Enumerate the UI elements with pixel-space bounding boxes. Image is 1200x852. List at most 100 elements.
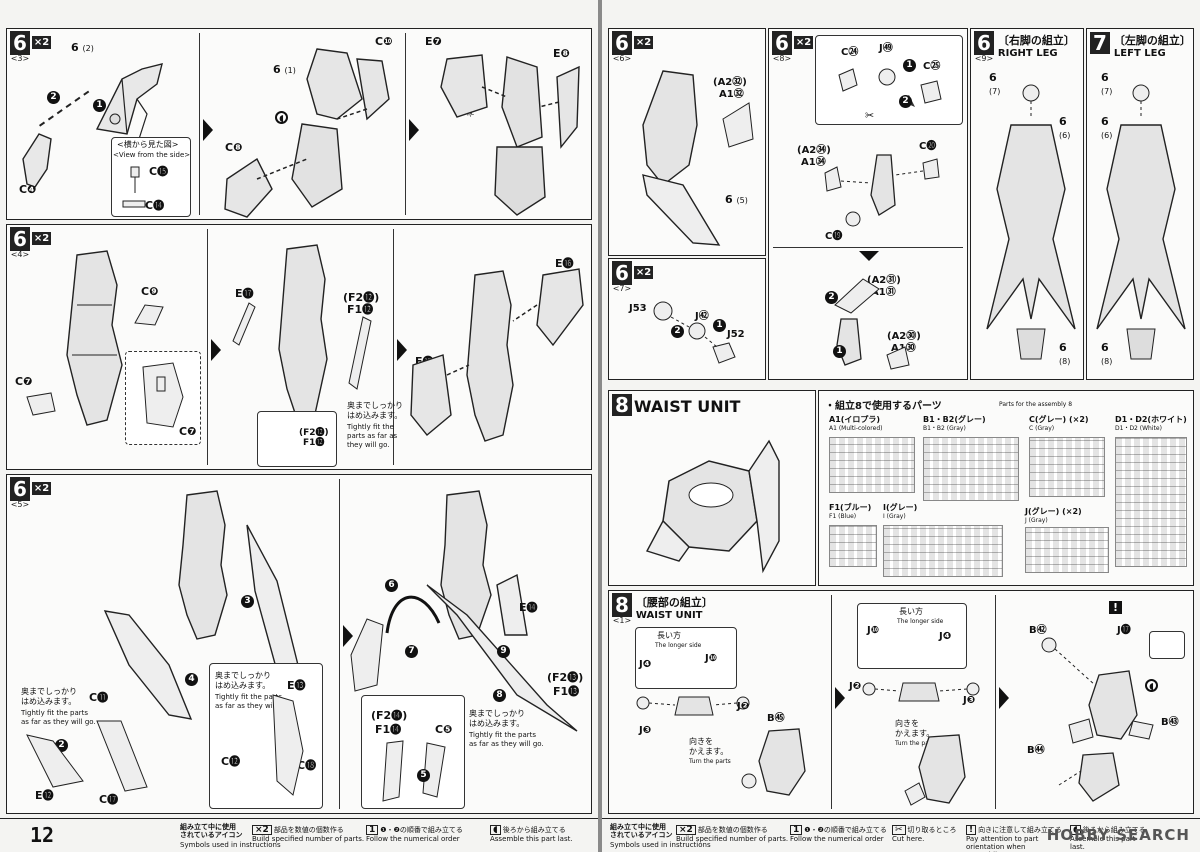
icon-legend-subtitle: Symbols used in instructions [610,841,711,849]
turn-parts-note: 向きを かえます。 [689,737,729,756]
next-arrow-icon [211,339,221,361]
part-label: B㊷ [1029,625,1047,636]
step-tag: 8<1> 〔腰部の組立〕 WAIST UNIT [612,593,713,625]
part-label: C❹ [19,183,37,196]
down-arrow-icon [859,251,879,261]
order-8-icon: 8 [493,689,506,702]
multiply-icon: ×2 [252,825,272,835]
part-label: 6(6) [1059,115,1071,140]
attention-icon: ! [1109,601,1123,614]
part-label: C⓲ [297,759,317,772]
upper-leg-illustration [278,244,328,420]
order-1-icon: 1 [903,59,916,72]
step-8-1-waist-assembly-panel: 8<1> 〔腰部の組立〕 WAIST UNIT 長い方 The longer s… [608,590,1194,814]
part-label: J❸ [963,695,976,706]
part-label: 6 (5) [725,193,748,206]
page-number: 12 [30,823,55,847]
part-label: E❼ [425,35,442,48]
multiplier-badge: ×2 [31,482,52,495]
frame-part-illustration [95,63,163,140]
part-label: C⓬ [221,755,241,768]
part-label: E⓭ [287,679,306,692]
part-label: C❼ [179,425,197,438]
part-label: B㊸ [1161,717,1179,728]
peg-part-illustration [122,166,146,208]
runner-label: I(グレー)I (Gray) [883,503,918,520]
fit-note-en: Tightly fit the parts as far as they wil… [469,731,544,748]
order-9-icon: 9 [497,645,510,658]
part-label: (F2⓬) [299,428,329,438]
part-label: J❷ [849,681,862,692]
hip-joint-illustration [636,696,750,716]
runner-label: D1・D2(ホワイト)D1・D2 (White) [1115,415,1187,432]
multiplier-badge: ×2 [31,36,52,49]
order-1-icon: 1 [93,99,106,112]
side-view-note-en: <View from the side> [113,151,191,159]
part-label: B㊹ [1027,745,1045,756]
step-tag: 6<9> 〔右脚の組立〕 RIGHT LEG [974,31,1075,63]
order-6-icon: 6 [385,579,398,592]
step-6-6-panel: 6<6> ×2 (A2㉜) A1㉜ 6 (5) [608,28,766,256]
part-label: F1⓮ [375,723,402,736]
hinge-parts-illustration [838,68,942,107]
next-arrow-icon [343,625,353,647]
order-2-icon: 2 [825,291,838,304]
part-label: E⓰ [555,257,574,270]
next-arrow-icon [203,119,213,141]
small-armor-illustration [382,740,446,802]
part-label: C⓱ [99,793,119,806]
side-view-note: <横から見た図> [117,140,179,149]
part-label: A1㉞ [801,157,826,168]
step-tag: 8 WAIST UNIT [612,394,740,416]
part-label: J❿ [705,653,718,664]
part-label: C❾ [141,285,159,298]
waist-frame-illustration [741,728,806,796]
legend-last: ◖後ろから組み立てる Assemble this part last. [1070,825,1146,851]
part-label: C㉕ [923,61,941,72]
step-title-en: RIGHT LEG [997,48,1058,59]
fit-note-jp: 奥までしっかり はめ込みます。 [347,401,403,420]
step-6-5-panel: 6<5> ×2 3 4 奥までしっかり はめ込みます。 Tightly fit … [6,474,592,814]
fit-note-en: Tightly fit the parts as far as they wil… [21,709,96,726]
part-label: C❿ [375,35,393,48]
joint-parts-illustration [653,301,736,364]
knee-cap-illustration [834,278,910,370]
part-label: 6(7) [1101,71,1113,96]
step-tag: 6<8> ×2 [772,31,814,63]
orientation-detail-box [1149,631,1185,659]
leg-armor-assembled-illustration [440,54,580,216]
detail-view-box [857,603,967,669]
step-6-7-panel: 6<7> ×2 J53 J㊷ J52 2 1 [608,258,766,380]
part-label: C⓳ [825,231,843,242]
turn-parts-note-en: Turn the parts [895,740,937,747]
detail-frame-illustration [142,362,184,428]
step-7-left-leg-panel: 7 〔左脚の組立〕 LEFT LEG 6(7) 6(6) 6(8) [1086,28,1194,380]
divider [199,33,200,215]
divider [405,33,406,215]
order-1-icon: 1 [713,319,726,332]
part-label: A1㉜ [719,89,744,100]
icon-legend-title: 組み立て中に使用 されているアイコン [180,823,243,839]
part-label: C⓯ [149,165,169,178]
skirt-plate-illustration [26,734,84,788]
part-label: C⓮ [145,199,165,212]
part-label: C❼ [15,375,33,388]
step-title-jp: 〔左脚の組立〕 [1113,34,1191,47]
left-page: 6<3> ×2 6 (2) C❹ 2 1 <横から見た図> <View from… [0,0,598,852]
waist-frame-illustration [904,734,966,806]
runner-label: C(グレー) (×2)C (Gray) [1029,415,1089,432]
side-skirt-illustration [103,610,193,720]
parts-list-panel: ・組立8で使用するパーツ Parts for the assembly 8 A1… [818,390,1194,586]
step-6-8-panel: 6<8> ×2 C㉔ J㊾ C㉕ 1 2 ✂ (A2㉞) A1㉞ C⓴ C⓳ [768,28,968,380]
step-tag: 6<5> ×2 [10,477,52,509]
part-label: C❺ [435,723,453,736]
part-label: J❹ [939,631,952,642]
part-label: (A2㉚) [887,331,921,342]
waist-assembly-illustration [1041,637,1154,802]
longer-side-note-en: The longer side [655,642,702,649]
part-label: (F2⓭) [547,671,584,684]
order-7-icon: 7 [405,645,418,658]
knee-joint-illustration [824,154,940,227]
longer-side-note: 長い方 [657,631,681,640]
